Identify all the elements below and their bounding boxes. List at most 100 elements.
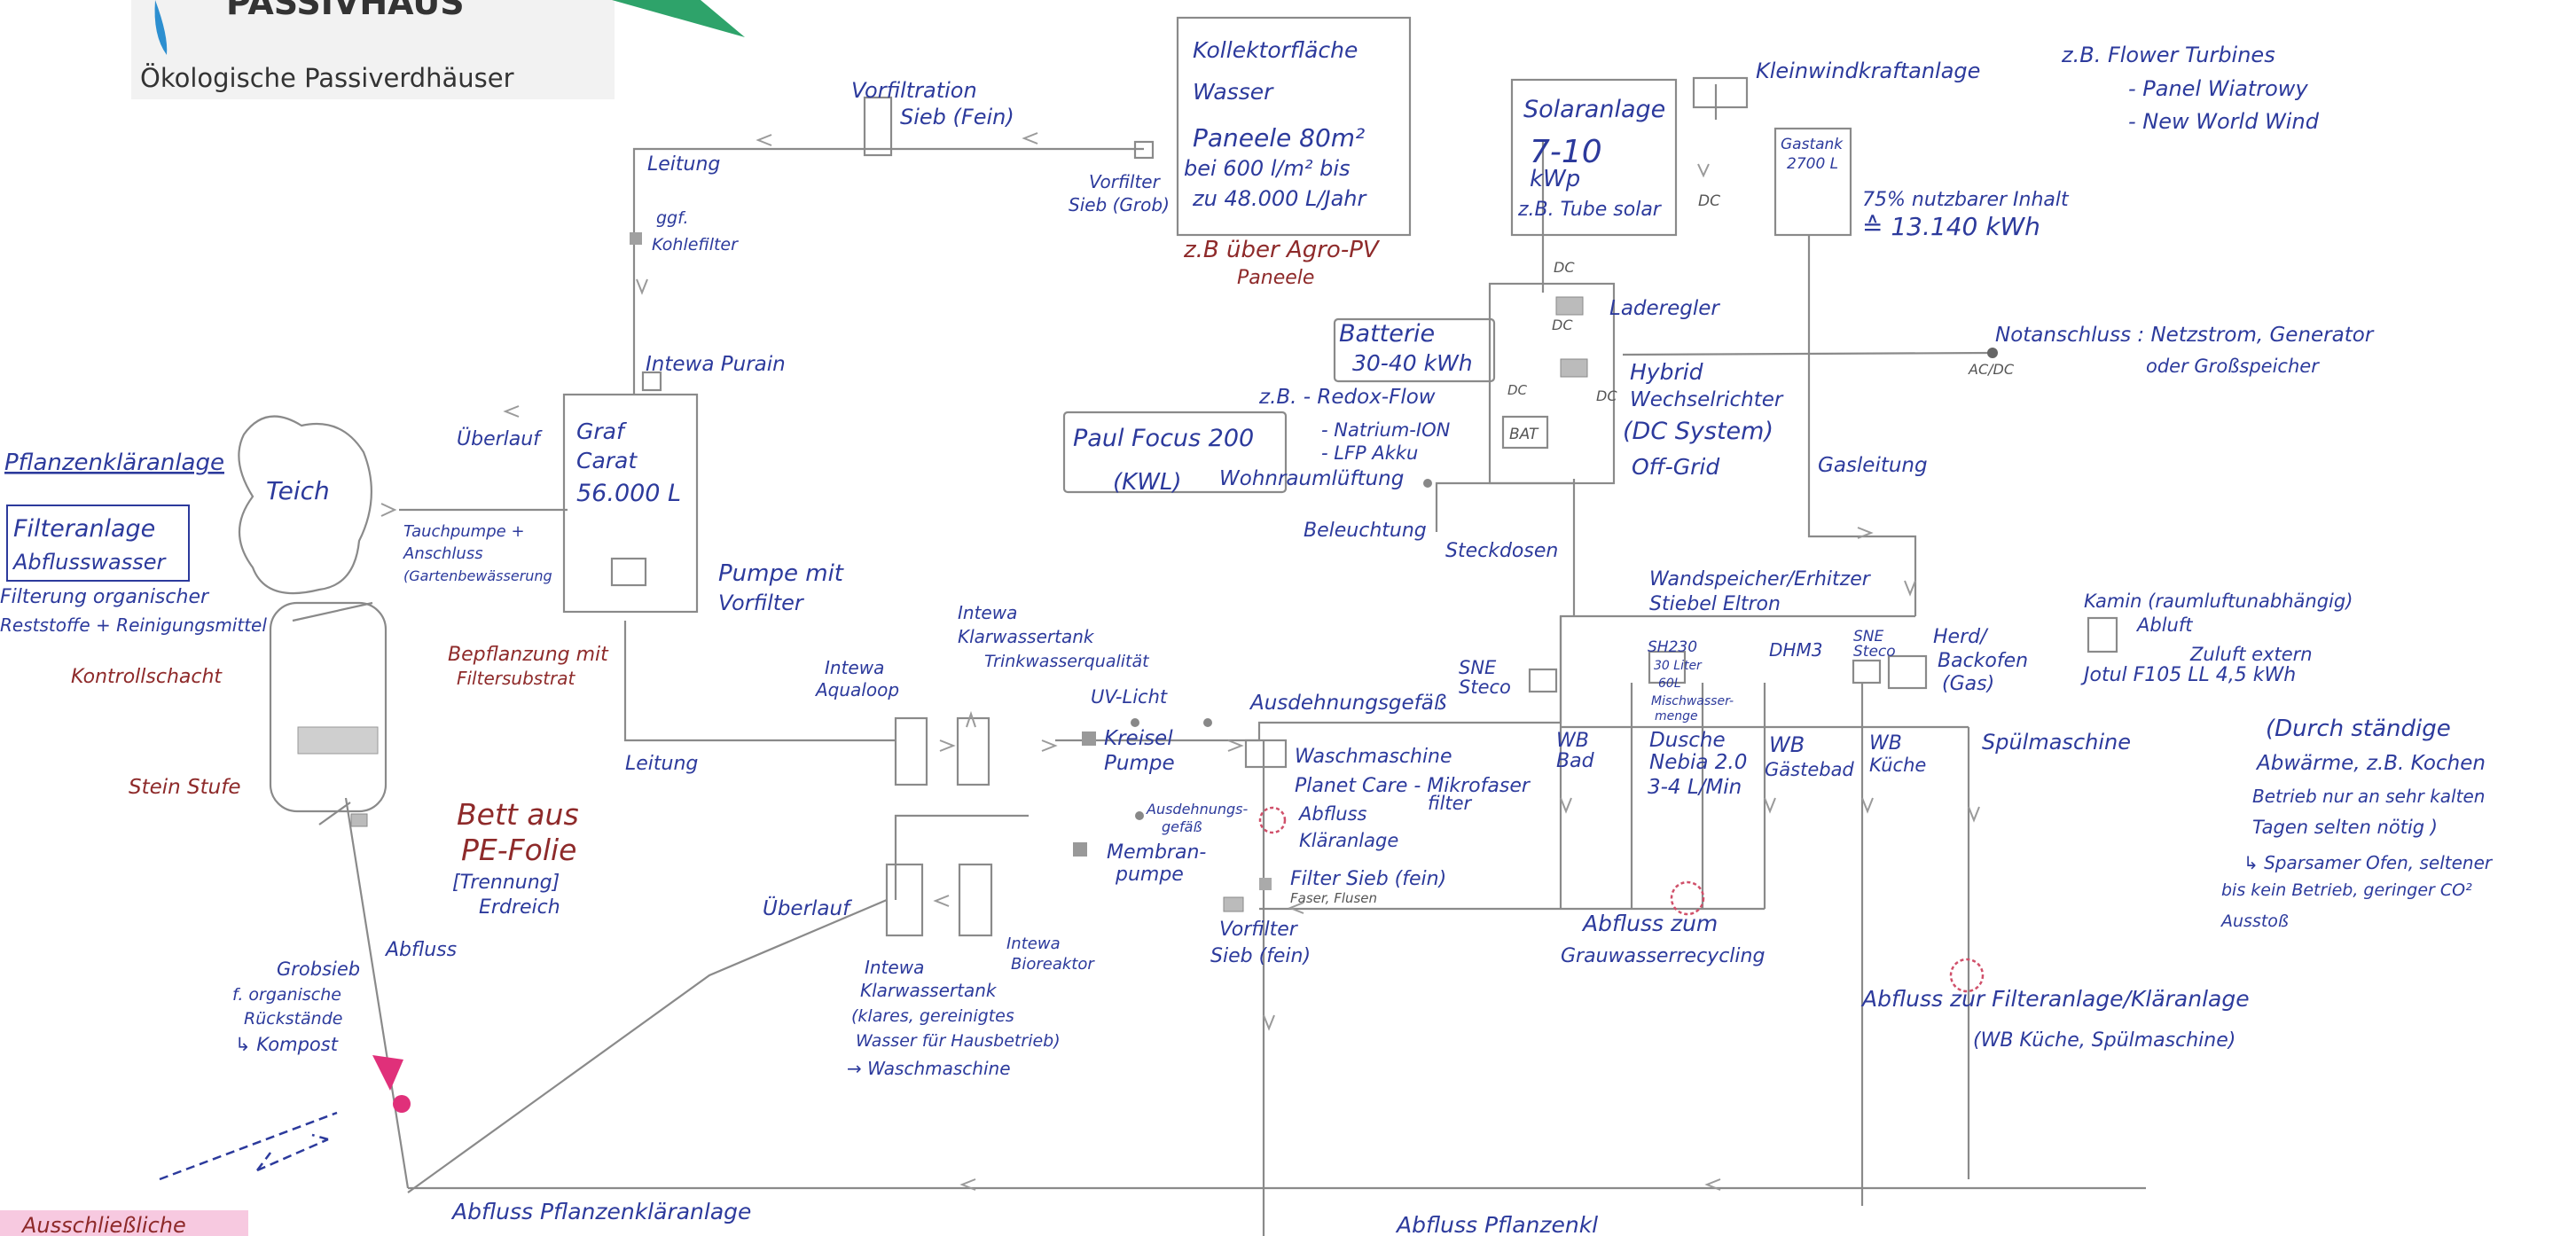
hybrid-label2: Wechselrichter bbox=[1630, 388, 1784, 411]
stove-note4: Tagen selten nötig ) bbox=[2252, 817, 2438, 838]
intewa-purain-label: Intewa Purain bbox=[646, 353, 786, 376]
sne-left-box bbox=[1528, 668, 1558, 693]
hybrid-icon bbox=[1560, 358, 1588, 378]
planet-care-label: Planet Care - Mikrofaser bbox=[1295, 775, 1531, 797]
bepflanzung-label1: Bepflanzung mit bbox=[448, 644, 609, 666]
collector-line3: Paneele 80m² bbox=[1193, 123, 1365, 153]
intewa-purain-box bbox=[641, 371, 662, 392]
wind-example-3: - New World Wind bbox=[2128, 109, 2320, 134]
grid-line bbox=[1622, 351, 1992, 356]
abfluss-klaer-drain-icon bbox=[1258, 806, 1287, 834]
filtersieb-icon bbox=[1259, 878, 1272, 890]
sh230-box bbox=[1648, 650, 1687, 684]
filteranlage-label1: Filteranlage bbox=[13, 515, 155, 543]
kontrollschacht-label: Kontrollschacht bbox=[71, 666, 223, 688]
herd-label2: Backofen bbox=[1938, 650, 2028, 672]
filteranlage-frame bbox=[6, 505, 190, 582]
filtersieb-label: Filter Sieb (fein) bbox=[1290, 868, 1446, 890]
wb-kueche-label2: Küche bbox=[1869, 755, 1926, 776]
kueche-abfluss-label2: (WB Küche, Spülmaschine) bbox=[1973, 1029, 2235, 1052]
house-supply-line bbox=[1055, 614, 1915, 742]
pipes bbox=[292, 84, 2146, 1236]
battery-natrium-label: - Natrium-ION bbox=[1321, 419, 1451, 441]
tauchpumpe-label1: Tauchpumpe + bbox=[403, 522, 525, 541]
aqualoop-label1: Intewa bbox=[825, 657, 884, 678]
collector-panel-box bbox=[1176, 16, 1412, 237]
grobsieb-label4: ↳ Kompost bbox=[235, 1034, 339, 1055]
vorfiltration-label2: Sieb (Fein) bbox=[900, 105, 1014, 129]
collector-line4: bei 600 l/m² bis bbox=[1184, 156, 1351, 181]
cistern-label3: 56.000 L bbox=[576, 480, 681, 507]
solar-line3: kWp bbox=[1530, 166, 1580, 192]
notanschluss-label1: Notanschluss : Netzstrom, Generator bbox=[1995, 324, 2375, 347]
battery-example-label: z.B. - Redox-Flow bbox=[1258, 386, 1436, 409]
dusche-label2: Nebia 2.0 bbox=[1649, 751, 1747, 774]
stove-note6: bis kein Betrieb, geringer CO² bbox=[2221, 880, 2472, 900]
ausdehnung-label: Ausdehnungsgefäß bbox=[1249, 692, 1446, 715]
wb-bad-label2: Bad bbox=[1556, 750, 1595, 772]
pumpe-label1: Pumpe mit bbox=[718, 560, 844, 587]
ausdehnung2-label1: Ausdehnungs- bbox=[1146, 801, 1248, 817]
wind-box bbox=[1692, 76, 1749, 109]
laderegler-label: Laderegler bbox=[1609, 297, 1720, 320]
logo-tagline: Ökologische Passiverdhäuser bbox=[140, 63, 514, 93]
bat-label: BAT bbox=[1509, 426, 1539, 443]
klarwasser-bottom-label2: Klarwassertank bbox=[860, 980, 998, 1001]
collector-line1: Kollektorfläche bbox=[1193, 37, 1358, 63]
logo: PASSIVHAUS Ökologische Passiverdhäuser bbox=[131, 0, 745, 99]
battery-lfp-label: - LFP Akku bbox=[1321, 442, 1418, 464]
cistern-box bbox=[562, 393, 699, 614]
ausdehnung2-icon bbox=[1135, 811, 1144, 820]
faser-label: Faser, Flusen bbox=[1290, 890, 1377, 906]
dusche-label1: Dusche bbox=[1649, 729, 1726, 752]
dc-label-1: DC bbox=[1698, 192, 1720, 210]
uv-light-icon bbox=[1131, 718, 1139, 727]
top-water-line bbox=[632, 147, 1144, 395]
kreiselpumpe-label1: Kreisel bbox=[1104, 727, 1173, 750]
paul-focus-box bbox=[1062, 411, 1288, 494]
klarwasser-bottom-box bbox=[885, 863, 924, 937]
ausdehnung-icon bbox=[1203, 718, 1212, 727]
vorfiltration-box bbox=[863, 96, 893, 157]
abfluss-klaer-label1: Abfluss bbox=[1297, 803, 1367, 825]
klarwasser-bottom-label3: (klares, gereinigtes bbox=[851, 1006, 1014, 1026]
solar-line4: z.B. Tube solar bbox=[1517, 199, 1663, 221]
dc-label-2: DC bbox=[1554, 259, 1575, 276]
gastank-label2: 2700 L bbox=[1787, 155, 1838, 173]
pond-ueberlauf-label: Überlauf bbox=[457, 427, 543, 450]
ausdehnung2-label2: gefäß bbox=[1162, 818, 1202, 835]
sne-left-label2: Steco bbox=[1459, 677, 1511, 698]
cistern-label2: Carat bbox=[576, 448, 638, 473]
offgrid-label: Off-Grid bbox=[1632, 454, 1719, 480]
dc-label-4: DC bbox=[1596, 387, 1617, 404]
dusche-label3: 3-4 L/Min bbox=[1648, 776, 1742, 799]
bottom-abfluss-label2: Abfluss Pflanzenkl bbox=[1395, 1212, 1598, 1236]
sh230-label1: SH230 bbox=[1648, 638, 1697, 656]
solar-box bbox=[1510, 78, 1678, 237]
notanschluss-plug-icon bbox=[1987, 348, 1998, 358]
wind-example-2: - Panel Wiatrowy bbox=[2128, 76, 2308, 101]
plant-abfluss-label: Abfluss bbox=[384, 939, 457, 961]
wohnraum-label: Wohnraumlüftung bbox=[1219, 467, 1404, 490]
steckdosen-label: Steckdosen bbox=[1445, 540, 1558, 562]
pink-highlight-label: Ausschließliche bbox=[20, 1213, 186, 1236]
equipment-boxes bbox=[238, 16, 2118, 937]
vorfilter-grob-label2: Sieb (Grob) bbox=[1069, 194, 1170, 215]
cistern-leitung-label: Leitung bbox=[625, 753, 698, 775]
tauchpumpe-label3: (Gartenbewässerung bbox=[403, 567, 552, 584]
hatched-components bbox=[0, 232, 1998, 1236]
bottom-abfluss-label: Abfluss Pflanzenkläranlage bbox=[450, 1199, 751, 1224]
laderegler-icon bbox=[1555, 296, 1584, 316]
sh230-label5: menge bbox=[1655, 709, 1698, 724]
gasleitung-label: Gasleitung bbox=[1818, 454, 1928, 477]
sh230-label3: 60L bbox=[1658, 677, 1681, 691]
dc-label-3: DC bbox=[1552, 317, 1573, 333]
gastank-label1: Gastank bbox=[1781, 136, 1844, 153]
collector-line5: zu 48.000 L/Jahr bbox=[1192, 186, 1367, 211]
wb-kueche-label1: WB bbox=[1869, 732, 1902, 755]
waschmaschine-box bbox=[1244, 739, 1288, 769]
vorfiltration-label: Vorfiltration bbox=[851, 78, 977, 103]
kreiselpumpe-label2: Pumpe bbox=[1104, 752, 1175, 775]
notanschluss-label2: oder Großspeicher bbox=[2146, 356, 2320, 377]
klarwasser-bottom-label1: Intewa bbox=[865, 957, 924, 978]
